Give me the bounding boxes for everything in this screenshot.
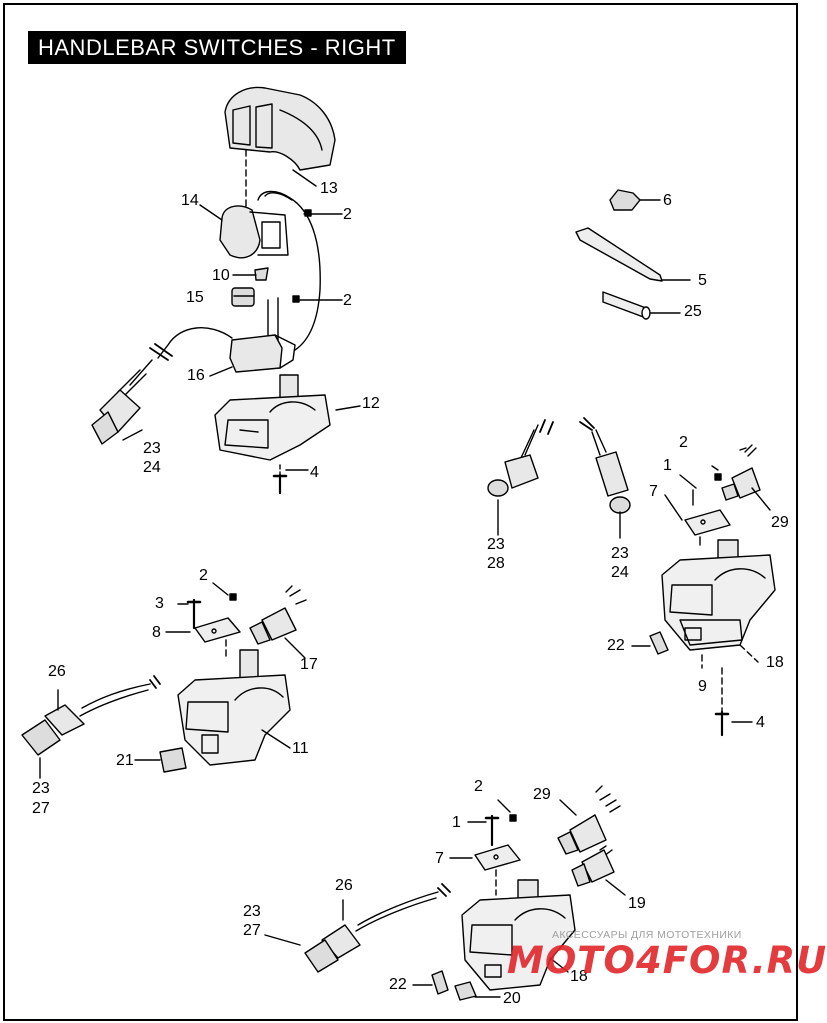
- callout-4: 4: [756, 714, 765, 731]
- callout-29: 29: [771, 514, 789, 531]
- callout-3: 3: [155, 595, 164, 612]
- bracket-7-d: [474, 844, 521, 871]
- callout-2: 2: [199, 567, 208, 584]
- callout-2: 2: [343, 292, 352, 309]
- callout-23: 23: [487, 536, 505, 553]
- screw-2-mid: [292, 295, 300, 303]
- callout-25: 25: [684, 303, 702, 320]
- callout-22: 22: [607, 637, 625, 654]
- callout-9: 9: [698, 678, 707, 695]
- callout-23: 23: [243, 903, 261, 920]
- part-21: [134, 747, 187, 773]
- screw-2-top: [304, 209, 312, 217]
- callout-2: 2: [679, 434, 688, 451]
- callout-18: 18: [570, 968, 588, 985]
- callout-24: 24: [611, 564, 629, 581]
- part-10: [254, 267, 269, 281]
- connector-23-28: [487, 419, 554, 536]
- callout-18: 18: [766, 654, 784, 671]
- connector-23-27-d: [264, 883, 451, 973]
- callout-2: 2: [343, 206, 352, 223]
- callout-17: 17: [300, 656, 318, 673]
- callout-12: 12: [362, 395, 380, 412]
- switch-29-b: [721, 444, 771, 511]
- callout-24: 24: [143, 459, 161, 476]
- callout-15: 15: [186, 289, 204, 306]
- wire-harness: [257, 190, 321, 351]
- callout-27: 27: [32, 800, 50, 817]
- callout-22: 22: [389, 976, 407, 993]
- callout-7: 7: [649, 483, 658, 500]
- callout-7: 7: [435, 850, 444, 867]
- callout-28: 28: [487, 555, 505, 572]
- switch-housing-11: [177, 649, 291, 766]
- bracket-7-b: [684, 509, 731, 536]
- switch-16: [229, 334, 296, 373]
- switch-14: [219, 205, 289, 259]
- switch-cover-13: [224, 86, 336, 171]
- bracket-8: [194, 617, 241, 643]
- callout-23: 23: [143, 440, 161, 457]
- sleeve-25: [602, 291, 681, 320]
- switch-17: [249, 585, 307, 659]
- page-title: HANDLEBAR SWITCHES - RIGHT: [28, 31, 406, 64]
- callout-6: 6: [663, 192, 672, 209]
- callout-13: 13: [320, 180, 338, 197]
- callout-2: 2: [474, 778, 483, 795]
- callout-23: 23: [611, 545, 629, 562]
- watermark-tagline: АКСЕССУАРЫ ДЛЯ МОТОТЕХНИКИ: [552, 929, 742, 941]
- part-22-b: [631, 631, 669, 655]
- callout-10: 10: [212, 267, 230, 284]
- callout-21: 21: [116, 752, 134, 769]
- callout-14: 14: [181, 192, 199, 209]
- diagram-frame: [3, 3, 798, 1021]
- callout-23: 23: [32, 780, 50, 797]
- connector-23-24-b: [579, 417, 631, 539]
- connector-15: [231, 287, 255, 307]
- parts-diagram-page: HANDLEBAR SWITCHES - RIGHT: [3, 3, 827, 1021]
- exploded-view-illustration: [21, 86, 776, 1001]
- callout-5: 5: [698, 272, 707, 289]
- callout-29: 29: [533, 786, 551, 803]
- callout-27: 27: [243, 922, 261, 939]
- callout-1: 1: [452, 814, 461, 831]
- connector-23-24: [91, 359, 153, 445]
- switch-housing-12: [214, 374, 331, 461]
- callout-1: 1: [663, 457, 672, 474]
- callout-11: 11: [292, 740, 309, 757]
- callout-19: 19: [628, 895, 646, 912]
- switch-housing-18-d: [461, 879, 576, 991]
- cable-tie-5: [575, 227, 691, 282]
- clip-6: [609, 189, 661, 211]
- callout-16: 16: [187, 367, 205, 384]
- callout-26: 26: [48, 663, 66, 680]
- watermark-logo: MOTO4FOR.RU: [507, 939, 827, 982]
- switch-housing-18-b: [661, 539, 776, 651]
- switch-29-d: [557, 785, 621, 855]
- callout-26: 26: [335, 877, 353, 894]
- connector-23-27-c: [21, 675, 161, 779]
- callout-4: 4: [310, 464, 319, 481]
- lead-wire: [157, 327, 233, 359]
- callout-20: 20: [503, 990, 521, 1007]
- switch-19: [571, 845, 626, 896]
- parts-22-20-d: [412, 970, 501, 1001]
- callout-8: 8: [152, 624, 161, 641]
